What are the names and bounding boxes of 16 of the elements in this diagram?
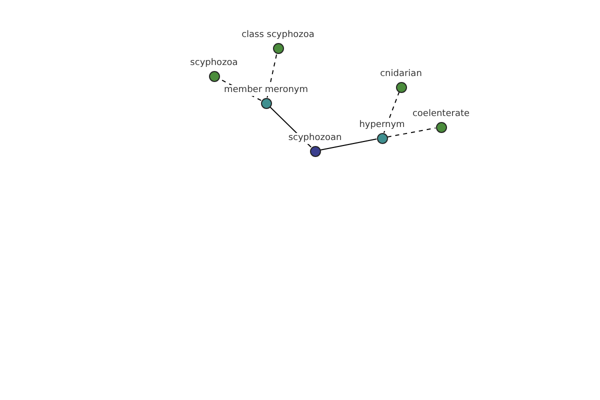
connector-line bbox=[320, 138, 378, 150]
graph-node bbox=[376, 132, 388, 144]
node-label: class scyphozoa bbox=[240, 30, 316, 41]
node-label: scyphozoan bbox=[287, 133, 343, 144]
graph-node bbox=[310, 146, 320, 156]
graph-node bbox=[436, 122, 446, 132]
connector-line bbox=[266, 52, 278, 98]
graph-node bbox=[272, 42, 284, 54]
node-label: scyphozoa bbox=[189, 58, 239, 69]
graph-node bbox=[260, 98, 272, 108]
connector-line bbox=[386, 128, 436, 138]
node-label: member meronym bbox=[223, 85, 309, 96]
connector-line bbox=[383, 92, 400, 134]
node-label: hypernym bbox=[358, 120, 406, 131]
graph-node bbox=[396, 82, 406, 92]
graph-node bbox=[208, 70, 220, 82]
